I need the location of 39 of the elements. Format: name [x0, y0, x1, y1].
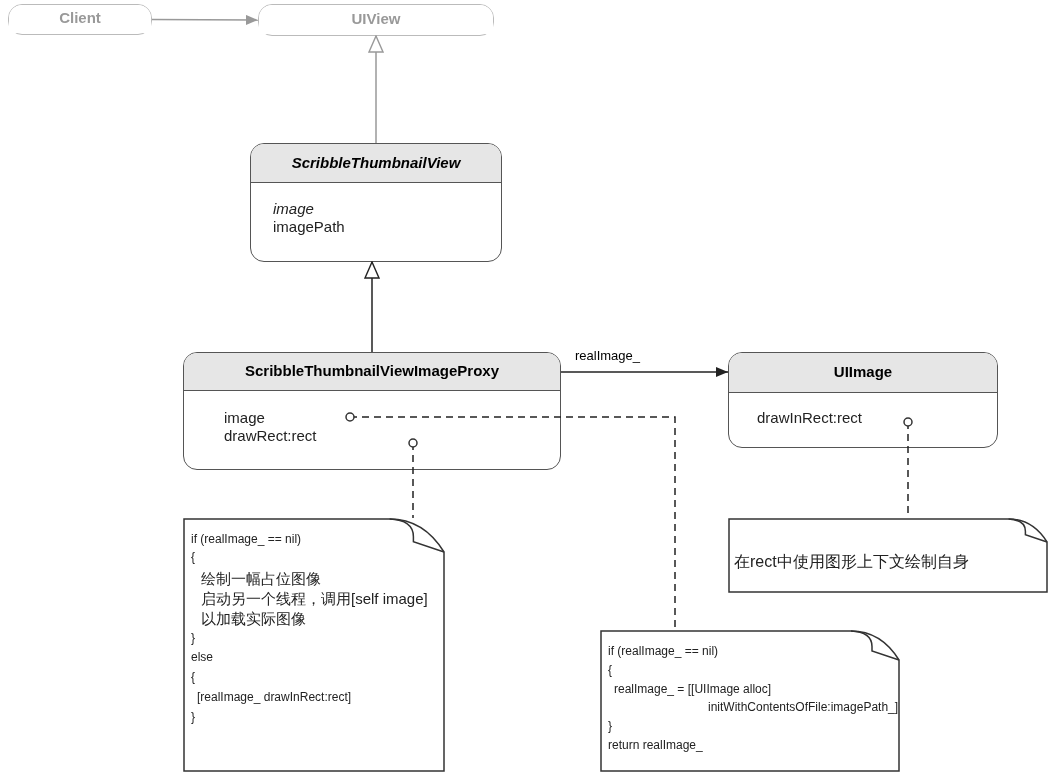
code-line: } — [191, 710, 195, 724]
code-line: { — [191, 550, 195, 564]
code-line: return realImage_ — [608, 738, 703, 752]
class-name: UIImage — [729, 353, 997, 393]
code-line: 绘制一幅占位图像 — [201, 570, 321, 589]
code-line: 在rect中使用图形上下文绘制自身 — [734, 552, 969, 572]
attribute: image — [224, 409, 265, 426]
code-line: 启动另一个线程，调用[self image] — [201, 590, 428, 609]
class-box — [183, 352, 561, 470]
class-box — [728, 352, 998, 448]
code-line: } — [608, 719, 612, 733]
method: drawInRect:rect — [757, 409, 863, 426]
code-line: else — [191, 650, 213, 664]
code-line: realImage_ = [[UIImage alloc] — [614, 682, 772, 696]
class-name: ScribbleThumbnailViewImageProxy — [184, 353, 560, 391]
class-box — [250, 143, 502, 262]
attribute: image — [273, 200, 314, 217]
note — [728, 518, 1048, 593]
arrow — [560, 367, 729, 377]
inheritance-arrow — [368, 35, 384, 144]
note — [600, 630, 900, 772]
attribute: imagePath — [273, 218, 345, 235]
code-line: if (realImage_ == nil) — [191, 532, 302, 546]
code-line: { — [191, 670, 195, 684]
class-name: Client — [9, 5, 151, 33]
arrow — [151, 14, 259, 25]
code-line: [realImage_ drawInRect:rect] — [197, 690, 352, 704]
dashed-connector — [408, 438, 418, 519]
code-line: } — [191, 631, 195, 645]
edge-label: realImage_ — [573, 348, 643, 363]
class-name: ScribbleThumbnailView — [251, 144, 501, 183]
inheritance-arrow — [364, 261, 380, 353]
code-line: initWithContentsOfFile:imagePath_] — [708, 700, 899, 714]
code-line: 以加载实际图像 — [201, 610, 306, 629]
method: drawRect:rect — [224, 427, 317, 444]
note — [183, 518, 445, 772]
class-name: UIView — [259, 5, 493, 34]
code-line: if (realImage_ == nil) — [608, 644, 719, 658]
code-line: { — [608, 663, 612, 677]
